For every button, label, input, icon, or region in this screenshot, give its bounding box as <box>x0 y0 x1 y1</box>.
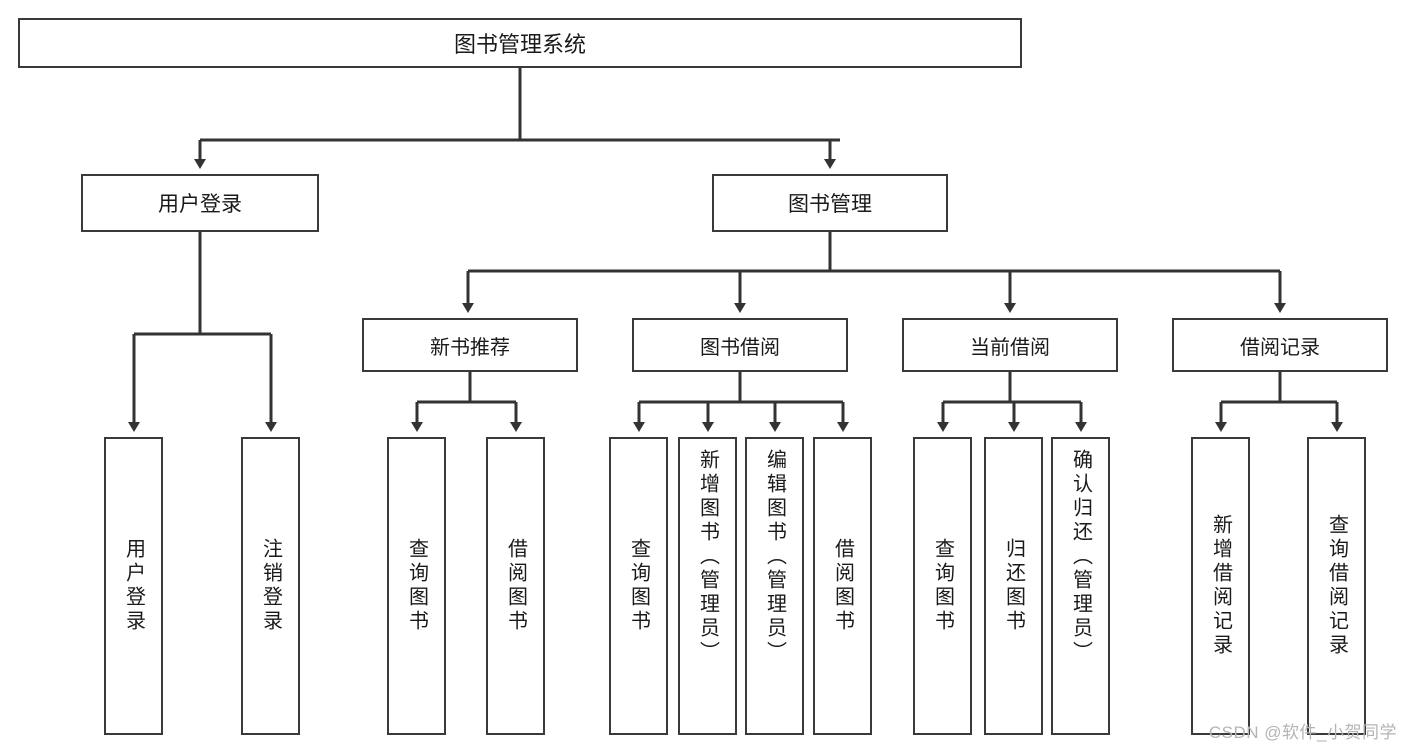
node-query-book-1-label: 查询图书 <box>405 538 428 634</box>
node-borrow-record[interactable]: 借阅记录 <box>1172 318 1388 372</box>
node-edit-book-admin[interactable]: 编辑图书（管理员） <box>745 437 804 735</box>
node-book-management[interactable]: 图书管理 <box>712 174 948 232</box>
watermark-label: CSDN @软件_小贺同学 <box>1208 723 1397 742</box>
node-book-management-label: 图书管理 <box>788 193 872 216</box>
node-add-borrow-record[interactable]: 新增借阅记录 <box>1191 437 1250 735</box>
node-add-book-admin-label: 新增图书（管理员） <box>696 449 719 665</box>
node-borrow-book-1-label: 借阅图书 <box>504 538 527 634</box>
node-borrow-book-2-label: 借阅图书 <box>831 538 854 634</box>
node-root-label: 图书管理系统 <box>453 32 586 57</box>
node-add-borrow-record-label: 新增借阅记录 <box>1209 514 1232 658</box>
node-confirm-return-admin[interactable]: 确认归还（管理员） <box>1051 437 1110 735</box>
node-book-borrow-label: 图书借阅 <box>700 336 780 359</box>
node-query-borrow-record-label: 查询借阅记录 <box>1325 514 1348 658</box>
node-user-login-leaf-label: 用户登录 <box>122 538 145 634</box>
node-return-book-label: 归还图书 <box>1002 538 1025 634</box>
node-confirm-return-admin-label: 确认归还（管理员） <box>1069 449 1092 665</box>
node-query-book-2[interactable]: 查询图书 <box>609 437 668 735</box>
node-query-book-2-label: 查询图书 <box>627 538 650 634</box>
node-user-login[interactable]: 用户登录 <box>81 174 319 232</box>
node-query-borrow-record[interactable]: 查询借阅记录 <box>1307 437 1366 735</box>
node-book-borrow[interactable]: 图书借阅 <box>632 318 848 372</box>
node-new-book-recommend-label: 新书推荐 <box>430 336 510 359</box>
node-logout-leaf[interactable]: 注销登录 <box>241 437 300 735</box>
node-logout-leaf-label: 注销登录 <box>259 538 282 634</box>
node-query-book-3-label: 查询图书 <box>931 538 954 634</box>
node-user-login-leaf[interactable]: 用户登录 <box>104 437 163 735</box>
node-query-book-3[interactable]: 查询图书 <box>913 437 972 735</box>
node-user-login-label: 用户登录 <box>158 193 242 216</box>
node-borrow-book-1[interactable]: 借阅图书 <box>486 437 545 735</box>
node-new-book-recommend[interactable]: 新书推荐 <box>362 318 578 372</box>
node-current-borrow-label: 当前借阅 <box>970 336 1050 359</box>
node-return-book[interactable]: 归还图书 <box>984 437 1043 735</box>
node-query-book-1[interactable]: 查询图书 <box>387 437 446 735</box>
node-current-borrow[interactable]: 当前借阅 <box>902 318 1118 372</box>
node-edit-book-admin-label: 编辑图书（管理员） <box>763 449 786 665</box>
node-root[interactable]: 图书管理系统 <box>18 18 1022 68</box>
node-add-book-admin[interactable]: 新增图书（管理员） <box>678 437 737 735</box>
node-borrow-book-2[interactable]: 借阅图书 <box>813 437 872 735</box>
node-borrow-record-label: 借阅记录 <box>1240 336 1320 359</box>
